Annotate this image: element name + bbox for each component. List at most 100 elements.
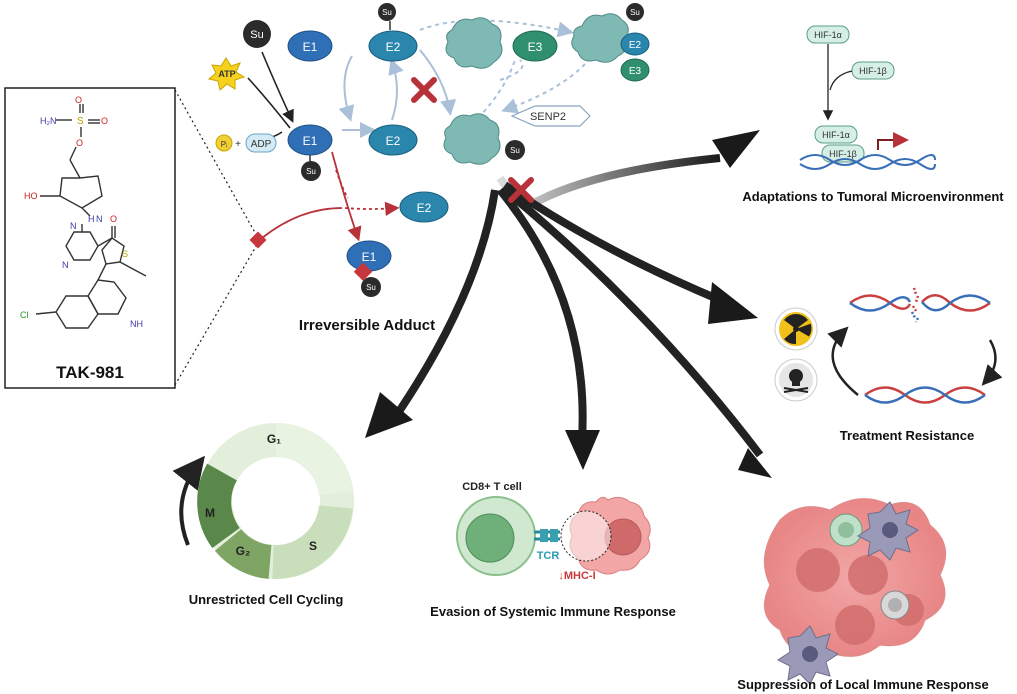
atom-n3: N [62,260,69,270]
cycle-m: M [205,506,215,520]
sumo-on-complex [626,3,644,21]
atom-nh: NH [130,319,143,329]
missing-mhc [560,510,612,562]
atom-s1: S [77,116,84,127]
hif1a-top [806,25,850,44]
senp2-shape [510,105,591,127]
e1-top [287,30,333,62]
atom-nh2: H₂N [40,116,57,126]
hif1a-bound [814,125,858,144]
cycle-g2: G₂ [236,544,251,558]
substrate-protein-sumoylated [443,113,501,165]
sumo-pathway: Su ATP Pᵢ + ADP E1 E1 Su Su E2 E2 E3 [207,3,650,334]
e3-free-label: E3 [528,40,543,54]
adp-pill [245,133,277,153]
sumo-on-complex-label: Su [630,8,640,17]
sumo-on-e1-label: Su [306,167,316,176]
hif1b-top-label: HIF-1β [859,66,887,76]
e2-complex-label: E2 [629,40,642,51]
tumor-nucleus-1 [796,548,840,592]
local-caption: Suppression of Local Immune Response [737,677,988,692]
atom-s2: S [122,249,128,259]
adduct-caption: Irreversible Adduct [299,317,435,334]
atom-o3: O [76,138,83,148]
repaired-dna [864,386,986,404]
plus-sign: + [235,139,241,150]
sumo-in-adduct-label: Su [366,283,376,292]
hif1b-top [851,61,895,80]
tak981-diamond [249,231,267,249]
atom-cl: Cl [20,310,29,320]
transcription-arrow [877,132,909,150]
e3-complex-label: E3 [629,66,642,77]
consequence-arrows [365,130,772,478]
substrate-protein-2 [571,13,629,63]
e1-adduct-label: E1 [362,250,377,264]
atom-n1: N [96,214,103,224]
mhc-label: ↓MHC-I [558,570,595,582]
cycle-caption: Unrestricted Cell Cycling [189,592,344,607]
cycle-g1-arc [275,423,353,497]
e2-loaded [368,30,418,62]
e2-complex [620,32,650,56]
cycle-s: S [309,539,317,553]
sumo-on-substrate [505,140,525,160]
inhibition-mark-1 [411,77,437,103]
pi-label: Pᵢ [221,140,228,149]
atom-ho: HO [24,191,38,201]
atom-o1: O [75,95,82,105]
e1-loaded-label: E1 [303,134,318,148]
resistance-caption: Treatment Resistance [840,428,974,443]
atp-burst [207,57,246,91]
e2-released [399,191,449,223]
cycle-arrow [172,455,205,546]
sumo-on-e1 [301,161,321,181]
e2-free-label: E2 [386,134,401,148]
hif-dna-strand-2 [799,158,936,170]
atom-o2: O [101,116,108,126]
cycle-m-arc [197,463,241,549]
sumo-on-e2 [378,3,396,21]
cycle-s-arc [272,504,353,580]
atom-o4: O [110,214,117,224]
sumo-on-e2-label: Su [382,8,392,17]
hif-dna-strand-1 [799,154,936,166]
tak981-in-adduct [353,262,373,281]
hif1b-bound [821,144,865,163]
cell-cycle-panel: G₁ S G₂ M Unrestricted Cell Cycling [172,423,354,607]
tcell-label: CD8+ T cell [462,481,522,493]
compound-panel: H₂N O S O O HO H N O N N S Cl NH TAK-981 [4,87,259,389]
atom-n2: N [70,221,77,231]
e1-top-label: E1 [303,40,318,54]
substrate-protein-1 [445,17,503,69]
inhibition-mark-2 [508,177,534,203]
systemic-immune-panel: CD8+ T cell TCR ↓MHC-I Evasion of System… [430,481,676,619]
connector-top [174,89,259,239]
tcell-nucleus [465,513,515,563]
senp2-label: SENP2 [530,111,566,123]
cycle-g1: G₁ [267,432,281,446]
resistance-panel: Treatment Resistance [774,287,1003,443]
pi-circle [215,134,233,152]
e3-complex [620,58,650,82]
hif1a-top-label: HIF-1α [814,30,842,40]
sumo-in-adduct [361,277,381,297]
adp-label: ADP [251,139,272,150]
hif1b-bound-label: HIF-1β [829,149,857,159]
broken-dna [849,287,991,323]
e2-loaded-label: E2 [386,40,401,54]
sumo-free-label: Su [250,29,263,41]
local-immune-panel: Suppression of Local Immune Response [737,498,989,692]
e2-free [368,124,418,156]
systemic-caption: Evasion of Systemic Immune Response [430,604,676,619]
atom-h: H [88,214,95,224]
hif-panel: HIF-1α HIF-1β HIF-1α HIF-1β Adaptations … [742,25,1004,204]
e3-free [512,30,558,62]
hif-caption: Adaptations to Tumoral Microenvironment [742,189,1004,204]
atp-label: ATP [218,69,235,79]
hif1a-bound-label: HIF-1α [822,130,850,140]
tumor-nucleus-2 [848,555,888,595]
sumo-on-substrate-label: Su [510,146,520,155]
connector-bottom [174,242,259,386]
